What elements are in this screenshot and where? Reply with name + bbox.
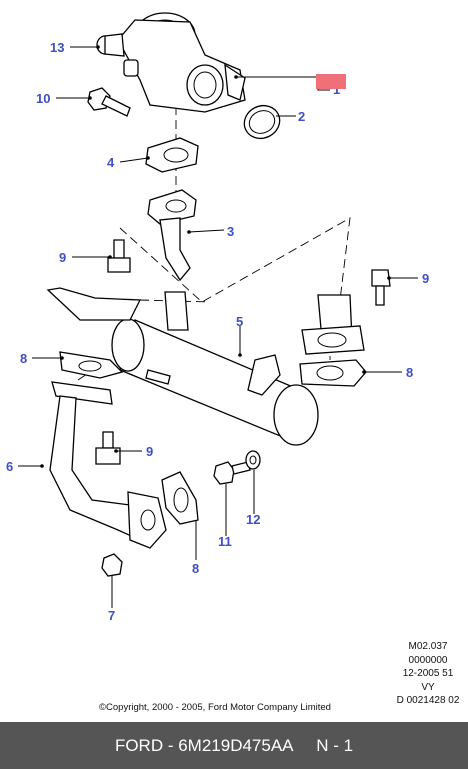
gasket-part-8-left [59, 351, 124, 379]
copyright-text: ©Copyright, 2000 - 2005, Ford Motor Comp… [99, 702, 331, 713]
highlight-marker [316, 74, 346, 89]
gasket-part-8-right [299, 359, 367, 387]
o-ring-part-2 [243, 104, 281, 140]
callout-6: 6 [6, 459, 13, 474]
callout-8-left: 8 [20, 351, 27, 366]
exploded-parts-diagram: 1 2 3 4 5 6 7 8 8 8 9 9 9 10 11 12 13 [6, 12, 429, 623]
reference-codes: M02.037 0000000 12-2005 51 VY D 0021428 … [392, 640, 464, 708]
gasket-part-4 [145, 137, 199, 173]
footer-part-number: FORD - 6M219D475AA N - 1 [114, 735, 354, 755]
leader-lines [18, 45, 418, 608]
bolt-part-10 [87, 87, 131, 117]
callout-12: 12 [246, 512, 260, 527]
ref-code-line: D 0021428 02 [396, 695, 460, 706]
egr-cooler-part-5 [46, 287, 319, 446]
pipe-part-6 [49, 381, 167, 549]
bolt-part-9-lower [95, 431, 121, 465]
bolt-part-9-right [371, 269, 391, 306]
callout-9-top: 9 [59, 250, 66, 265]
callout-8-right: 8 [406, 365, 413, 380]
callout-2: 2 [298, 109, 305, 124]
footer-bar: FORD - 6M219D475AA N - 1 [0, 722, 468, 769]
gasket-part-8-lower [161, 471, 199, 525]
callout-9-right: 9 [422, 271, 429, 286]
egr-valve-part [117, 12, 246, 113]
pipe-part-3 [147, 189, 197, 282]
bolt-part-11 [213, 461, 251, 485]
callout-13: 13 [50, 40, 64, 55]
callout-11: 11 [218, 534, 232, 549]
ref-code-line: 12-2005 51 [402, 668, 454, 679]
callout-10: 10 [36, 91, 50, 106]
outlet-pipe [301, 294, 365, 355]
callout-4: 4 [107, 155, 115, 170]
ref-code-line: M02.037 [408, 641, 448, 652]
callout-9-lower: 9 [146, 444, 153, 459]
nut-part-7 [101, 553, 123, 577]
ref-code-line: 0000000 [408, 654, 448, 666]
bolt-part-9-top [107, 239, 131, 273]
washer-part-12 [245, 450, 261, 470]
callout-8-lower: 8 [192, 561, 199, 576]
callout-5: 5 [236, 314, 243, 329]
callout-3: 3 [227, 224, 234, 239]
callout-1: 1 [333, 82, 340, 97]
fitting-part-13 [96, 33, 125, 57]
ref-code-line: VY [421, 681, 435, 693]
callout-7: 7 [108, 608, 115, 623]
